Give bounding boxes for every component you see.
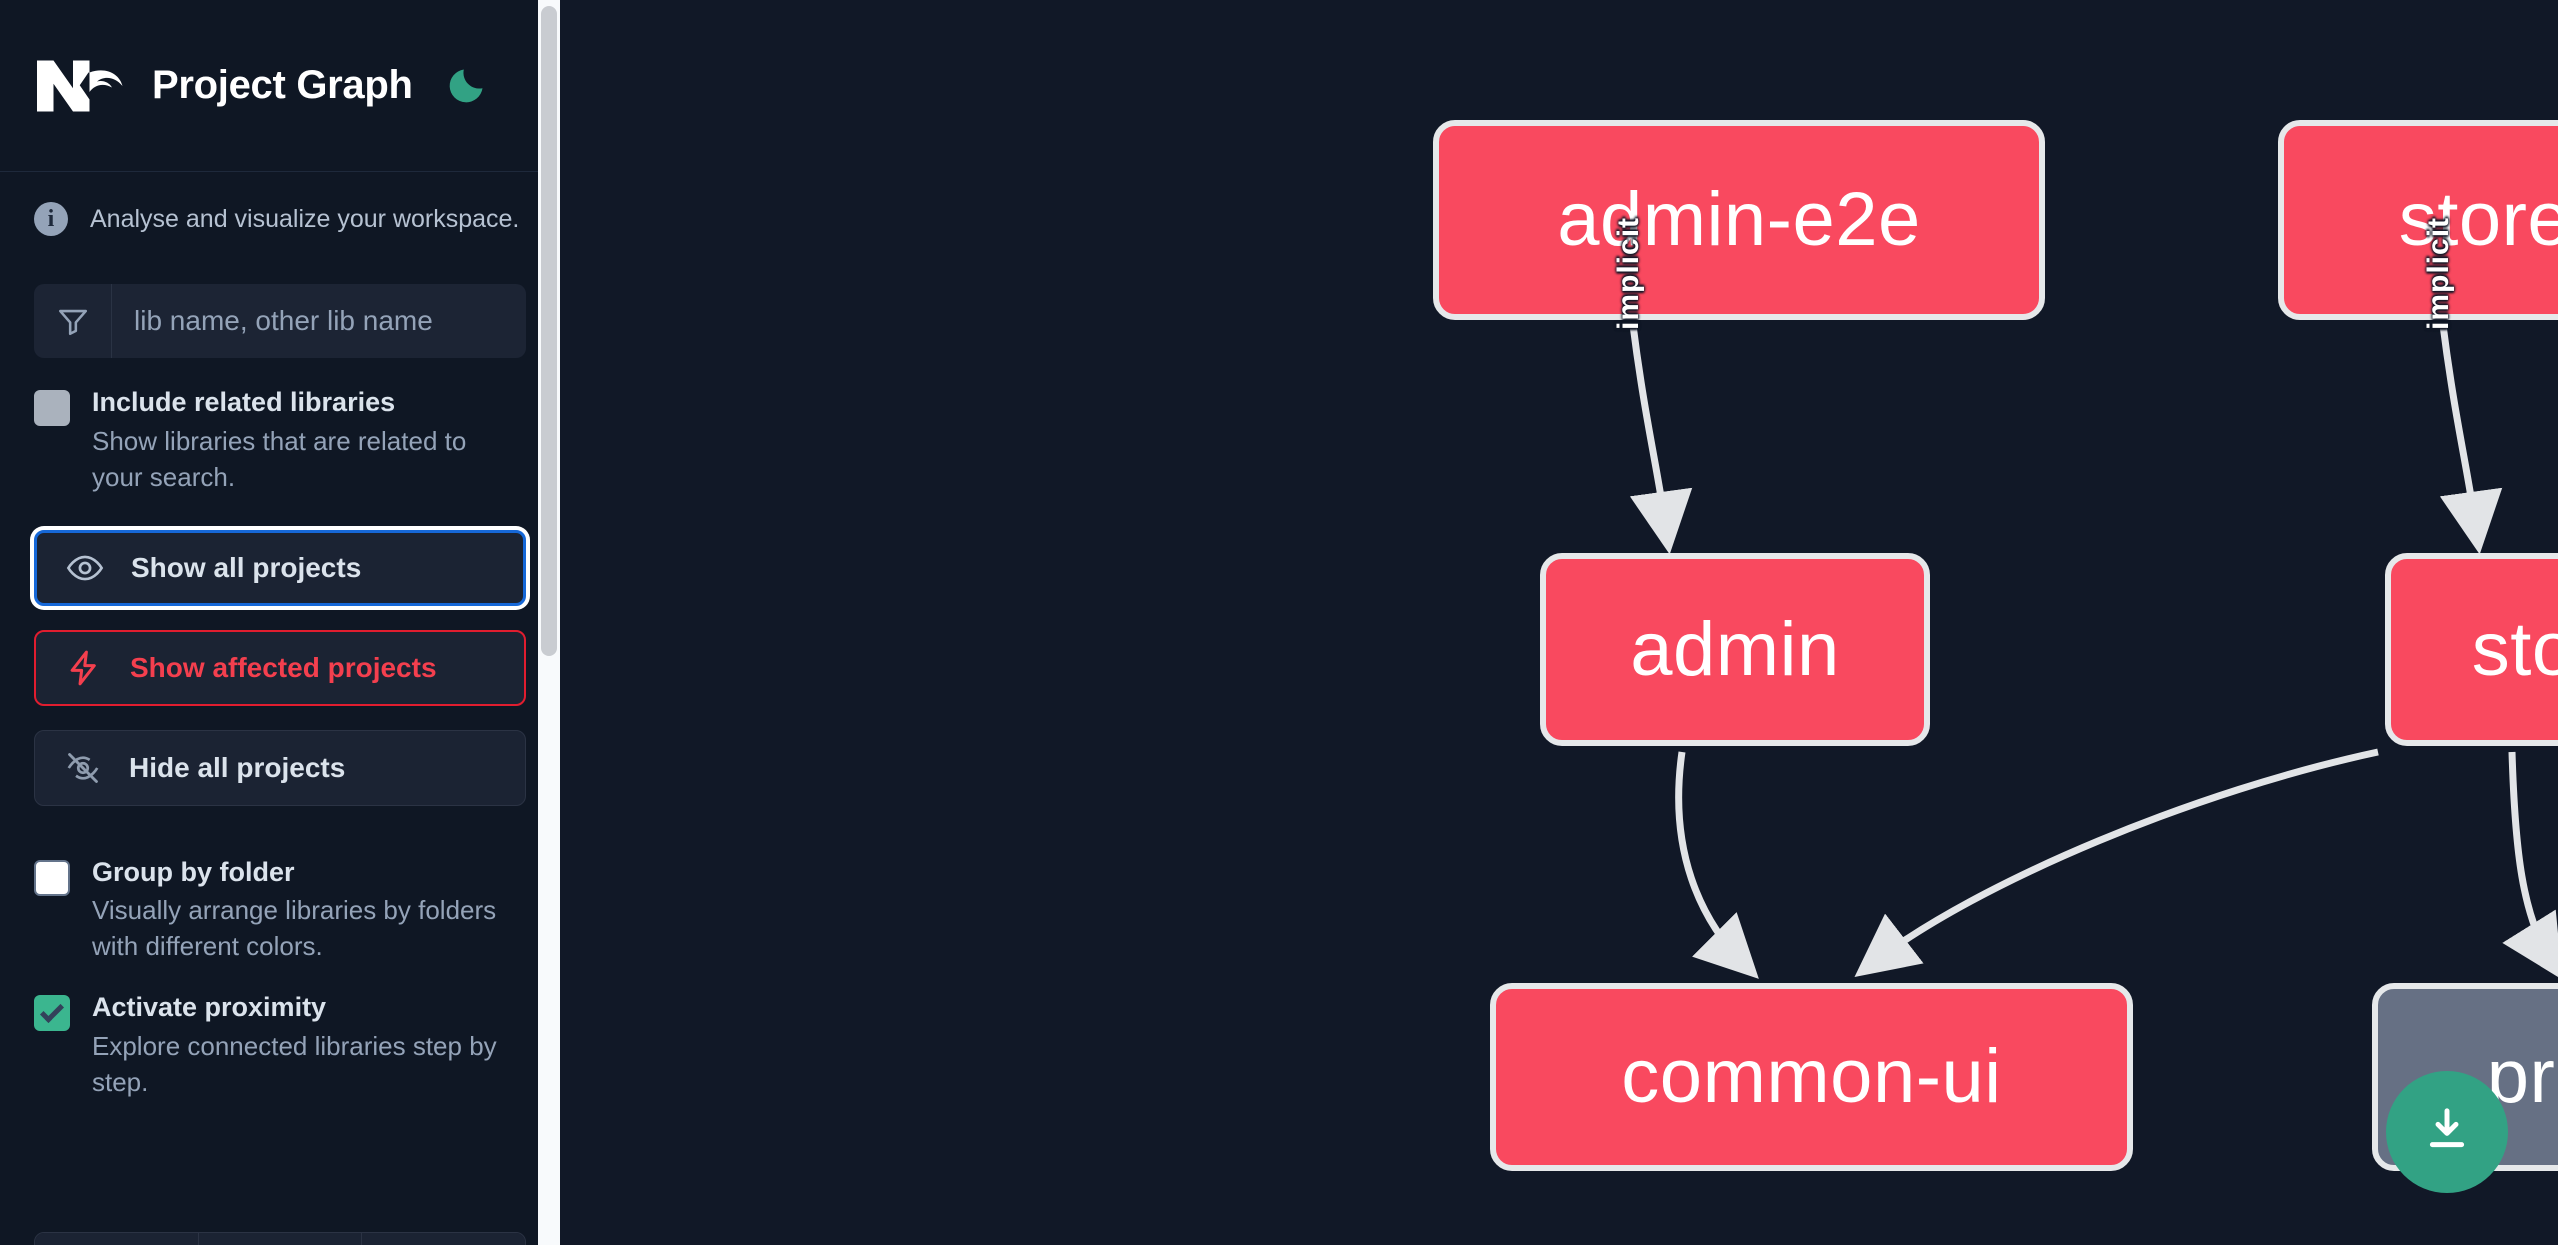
activate-proximity-text: Activate proximity Explore connected lib… [92,991,522,1101]
sidebar-scrollbar-track[interactable] [538,0,560,1245]
hide-all-projects-label: Hide all projects [129,751,346,783]
activate-proximity-description: Explore connected libraries step by step… [92,1030,497,1097]
eye-off-icon [63,748,103,788]
graph-node-admin[interactable]: admin [1540,553,1930,746]
info-icon: i [34,202,68,236]
group-by-folder-text: Group by folder Visually arrange librari… [92,856,522,966]
check-mark-icon [39,998,65,1023]
graph-node-label: common-ui [1621,1034,2002,1119]
graph-node-common-ui[interactable]: common-ui [1490,983,2133,1171]
group-by-folder-description: Visually arrange libraries by folders wi… [92,895,497,962]
edge-store-to-products [2502,751,2558,980]
include-related-libraries-text: Include related libraries Show libraries… [92,386,522,496]
include-related-libraries-label: Include related libraries [92,387,396,417]
graph-node-label: admin [1630,606,1840,692]
analyse-text: Analyse and visualize your workspace. [90,204,520,233]
group-by-folder-label: Group by folder [92,856,295,887]
group-by-folder-row[interactable]: Group by folder Visually arrange librari… [0,830,560,966]
show-all-projects-button[interactable]: Show all projects [34,529,526,606]
proximity-step-segment[interactable] [35,1233,199,1245]
graph-node-label: store [2471,606,2558,692]
search-input[interactable] [112,284,526,358]
graph-node-admin-e2e[interactable]: admin-e2e [1433,120,2045,320]
filter-funnel-icon [34,284,112,358]
sidebar: Project Graph i Analyse and visualize yo… [0,0,560,1245]
graph-edges [1629,324,2558,980]
include-related-libraries-row[interactable]: Include related libraries Show libraries… [0,358,560,496]
page-title: Project Graph [152,63,413,107]
edge-store-to-common-ui [1854,748,2379,977]
eye-icon [65,548,105,588]
nx-logo-icon [34,55,124,117]
graph-canvas[interactable]: implicit implicit admin-e2e store-e2e ad… [560,0,2558,1245]
group-by-folder-checkbox[interactable] [34,859,70,896]
sidebar-header: Project Graph [0,0,560,172]
activate-proximity-row[interactable]: Activate proximity Explore connected lib… [0,965,560,1101]
analyse-banner: i Analyse and visualize your workspace. [0,172,560,262]
edge-label-implicit: implicit [2422,216,2455,330]
graph-node-label: admin-e2e [1557,177,1921,262]
projects-button-group: Show all projects Show affected projects [0,496,560,806]
moon-icon[interactable] [441,61,491,111]
edge-admin-e2e-to-admin [1629,324,1693,555]
lightning-bolt-icon [64,648,104,688]
download-graph-button[interactable] [2386,1071,2508,1193]
include-related-libraries-description: Show libraries that are related to your … [92,425,467,492]
proximity-step-segment[interactable] [198,1233,363,1245]
include-related-libraries-checkbox[interactable] [34,390,70,426]
activate-proximity-label: Activate proximity [92,992,327,1022]
show-affected-projects-button[interactable]: Show affected projects [34,629,526,706]
download-icon [2420,1103,2474,1162]
edge-label-implicit: implicit [1612,216,1645,330]
edge-store-e2e-to-store [2439,324,2503,555]
sidebar-scrollbar-thumb[interactable] [541,6,557,656]
activate-proximity-checkbox[interactable] [34,995,70,1031]
graph-node-store-e2e[interactable]: store-e2e [2278,120,2558,320]
proximity-step-segment[interactable] [362,1233,525,1245]
show-affected-projects-label: Show affected projects [130,651,437,683]
search-field[interactable] [34,284,526,358]
hide-all-projects-button[interactable]: Hide all projects [34,729,526,806]
graph-node-store[interactable]: store [2385,553,2558,746]
graph-node-label: store-e2e [2398,177,2558,262]
proximity-step-button-group[interactable] [34,1232,526,1245]
show-all-projects-label: Show all projects [131,551,362,583]
edge-admin-to-common-ui [1675,751,1759,979]
